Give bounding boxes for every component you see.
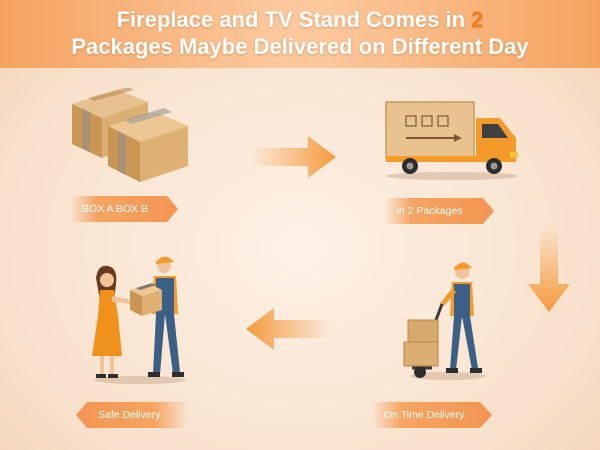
delivery-truck-icon bbox=[385, 101, 518, 180]
step-label-on-time: On Time Delivery bbox=[372, 402, 492, 428]
title-line-2: Packages Maybe Delivered on Different Da… bbox=[71, 34, 529, 59]
title-line-1: Fireplace and TV Stand Comes in 2 bbox=[116, 7, 484, 32]
arrow-left-icon bbox=[246, 308, 332, 350]
step-label-safe: Safe Delivery bbox=[76, 402, 188, 428]
courier-hand-truck-icon bbox=[403, 262, 486, 380]
step-label-boxes: BOX A BOX B bbox=[70, 196, 178, 222]
arrow-down-icon bbox=[528, 226, 570, 312]
page-title: Fireplace and TV Stand Comes in 2 Packag… bbox=[0, 6, 600, 60]
boxes-icon bbox=[72, 88, 188, 182]
step-label-in-packages: In 2 Packages bbox=[384, 198, 494, 224]
header-banner: Fireplace and TV Stand Comes in 2 Packag… bbox=[0, 0, 600, 68]
package-handover-icon bbox=[92, 256, 186, 384]
title-accent-number: 2 bbox=[471, 7, 484, 32]
arrow-right-icon bbox=[250, 136, 336, 178]
